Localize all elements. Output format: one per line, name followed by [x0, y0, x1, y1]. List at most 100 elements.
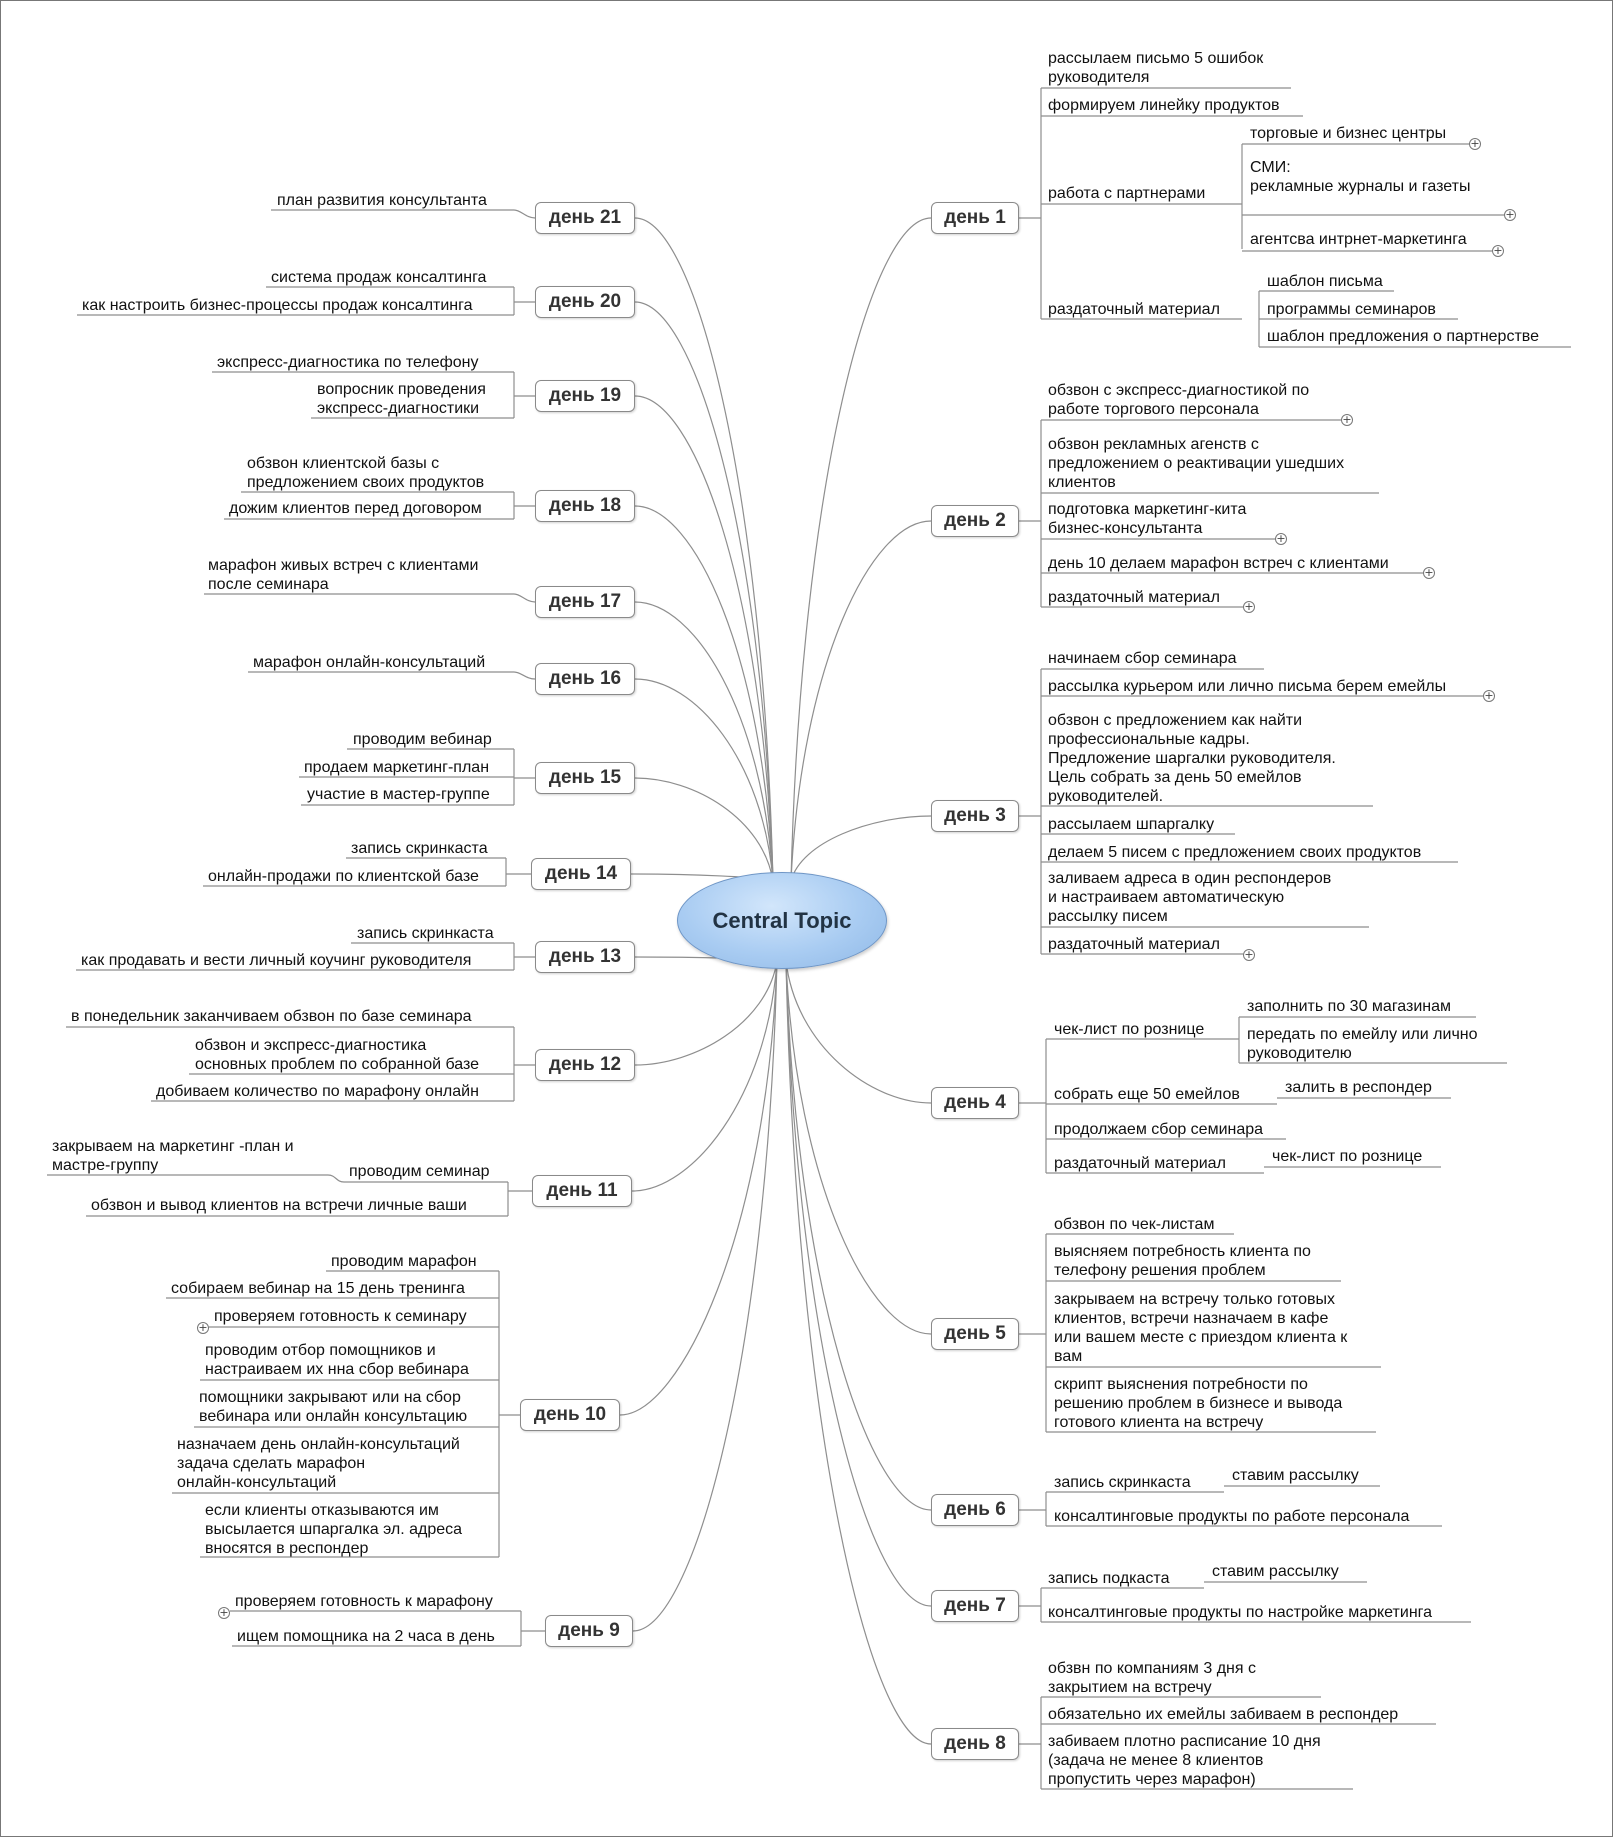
topic-d1-a[interactable]: рассылаем письмо 5 ошибок руководителя: [1048, 50, 1264, 86]
topic-d4-d[interactable]: раздаточный материал: [1054, 1155, 1226, 1172]
day-node-13[interactable]: день 13: [535, 941, 635, 973]
topic-d8-b[interactable]: обязательно их емейлы забиваем в респонд…: [1048, 1706, 1399, 1723]
topic-d2-d[interactable]: день 10 делаем марафон встреч с клиентам…: [1048, 555, 1389, 572]
topic-d1-d[interactable]: раздаточный материал: [1048, 301, 1220, 318]
topic-d15-a[interactable]: проводим вебинар: [353, 731, 492, 748]
day-node-7[interactable]: день 7: [931, 1590, 1019, 1622]
topic-d6-a[interactable]: запись скринкаста: [1054, 1474, 1191, 1491]
day-node-12[interactable]: день 12: [535, 1049, 635, 1081]
day-node-9[interactable]: день 9: [545, 1615, 633, 1647]
topic-d13-b[interactable]: как продавать и вести личный коучинг рук…: [81, 952, 472, 969]
topic-d4-d1[interactable]: чек-лист по рознице: [1272, 1148, 1423, 1165]
topic-d10-c[interactable]: проверяем готовность к семинару: [214, 1308, 467, 1325]
day-node-6[interactable]: день 6: [931, 1494, 1019, 1526]
day-node-20[interactable]: день 20: [535, 286, 635, 318]
topic-d9-b[interactable]: ищем помощника на 2 часа в день: [237, 1628, 495, 1645]
topic-d4-b[interactable]: собрать еще 50 емейлов: [1054, 1086, 1240, 1103]
topic-d12-b[interactable]: обзвон и экспресс-диагностика основных п…: [195, 1037, 480, 1073]
expand-plus-icon[interactable]: +: [197, 1321, 209, 1334]
topic-d4-a[interactable]: чек-лист по рознице: [1054, 1021, 1205, 1038]
topic-d18-b[interactable]: дожим клиентов перед договором: [229, 500, 482, 517]
topic-d1-b[interactable]: формируем линейку продуктов: [1048, 97, 1280, 114]
expand-plus-icon[interactable]: +: [1483, 689, 1495, 702]
day-node-11[interactable]: день 11: [532, 1175, 632, 1207]
topic-d15-c[interactable]: участие в мастер-группе: [307, 786, 490, 803]
day-node-5[interactable]: день 5: [931, 1318, 1019, 1350]
topic-d3-d[interactable]: рассылаем шпаргалку: [1048, 816, 1215, 833]
expand-plus-icon[interactable]: +: [1243, 948, 1255, 961]
topic-d6-b[interactable]: консалтинговые продукты по работе персон…: [1054, 1508, 1410, 1525]
day-node-1[interactable]: день 1: [931, 202, 1019, 234]
topic-d3-f[interactable]: заливаем адреса в один респондеров и нас…: [1048, 870, 1332, 925]
expand-plus-icon[interactable]: +: [1341, 413, 1353, 426]
day-node-14[interactable]: день 14: [531, 858, 631, 890]
expand-plus-icon[interactable]: +: [1275, 532, 1287, 545]
topic-d5-c[interactable]: закрываем на встречу только готовых клие…: [1054, 1291, 1348, 1365]
day-node-4[interactable]: день 4: [931, 1087, 1019, 1119]
topic-d21-a[interactable]: план развития консультанта: [277, 192, 487, 209]
topic-d2-b[interactable]: обзвон рекламных агенств с предложением …: [1048, 436, 1345, 491]
topic-d3-g[interactable]: раздаточный материал: [1048, 936, 1220, 953]
topic-d1-d3[interactable]: шаблон предложения о партнерстве: [1267, 328, 1539, 345]
topic-d14-a[interactable]: запись скринкаста: [351, 840, 488, 857]
day-node-3[interactable]: день 3: [931, 800, 1019, 832]
day-node-10[interactable]: день 10: [520, 1399, 620, 1431]
topic-d10-a[interactable]: проводим марафон: [331, 1253, 477, 1270]
topic-d1-c3[interactable]: агентсва интрнет-маркетинга: [1250, 231, 1467, 248]
topic-d9-a[interactable]: проверяем готовность к марафону: [235, 1593, 493, 1610]
topic-d4-a1[interactable]: заполнить по 30 магазинам: [1247, 998, 1452, 1015]
expand-plus-icon[interactable]: +: [1243, 600, 1255, 613]
topic-d12-c[interactable]: добиваем количество по марафону онлайн: [156, 1083, 479, 1100]
topic-d5-d[interactable]: скрипт выяснения потребности по решению …: [1054, 1376, 1343, 1431]
day-node-18[interactable]: день 18: [535, 490, 635, 522]
topic-d1-d1[interactable]: шаблон письма: [1267, 273, 1383, 290]
expand-plus-icon[interactable]: +: [1492, 244, 1504, 257]
topic-d10-f[interactable]: назначаем день онлайн-консультаций задач…: [177, 1436, 460, 1491]
topic-d1-c2[interactable]: СМИ: рекламные журналы и газеты: [1250, 159, 1471, 195]
topic-d5-b[interactable]: выясняем потребность клиента по телефону…: [1054, 1243, 1311, 1279]
topic-d8-a[interactable]: обзвн по компаниям 3 дня с закрытием на …: [1048, 1660, 1256, 1696]
topic-d4-b1[interactable]: залить в респондер: [1285, 1079, 1432, 1096]
topic-d5-a[interactable]: обзвон по чек-листам: [1054, 1216, 1215, 1233]
topic-d4-a2[interactable]: передать по емейлу или лично руководител…: [1247, 1026, 1478, 1062]
topic-d3-b[interactable]: рассылка курьером или лично письма берем…: [1048, 678, 1447, 695]
topic-d3-c[interactable]: обзвон с предложением как найти професси…: [1048, 712, 1336, 805]
topic-d1-c1[interactable]: торговые и бизнес центры: [1250, 125, 1447, 142]
topic-d10-g[interactable]: если клиенты отказываются им высылается …: [205, 1502, 463, 1557]
day-node-8[interactable]: день 8: [931, 1728, 1019, 1760]
topic-d12-a[interactable]: в понедельник заканчиваем обзвон по базе…: [71, 1008, 472, 1025]
topic-d10-d[interactable]: проводим отбор помощников и настраиваем …: [205, 1342, 469, 1378]
expand-plus-icon[interactable]: +: [1469, 137, 1481, 150]
topic-d15-b[interactable]: продаем маркетинг-план: [304, 759, 490, 776]
topic-d2-c[interactable]: подготовка маркетинг-кита бизнес-консуль…: [1048, 501, 1247, 537]
expand-plus-icon[interactable]: +: [1504, 208, 1516, 221]
topic-d19-b[interactable]: вопросник проведения экспресс-диагностик…: [317, 381, 486, 417]
topic-d8-c[interactable]: забиваем плотно расписание 10 дня (задач…: [1048, 1733, 1321, 1788]
topic-d7-b[interactable]: консалтинговые продукты по настройке мар…: [1048, 1604, 1433, 1621]
topic-d2-e[interactable]: раздаточный материал: [1048, 589, 1220, 606]
day-node-19[interactable]: день 19: [535, 380, 635, 412]
topic-d3-a[interactable]: начинаем сбор семинара: [1048, 650, 1237, 667]
topic-d17-a[interactable]: марафон живых встреч с клиентами после с…: [208, 557, 479, 593]
day-node-16[interactable]: день 16: [535, 663, 635, 695]
topic-d7-a[interactable]: запись подкаста: [1048, 1570, 1170, 1587]
topic-d20-b[interactable]: как настроить бизнес-процессы продаж кон…: [82, 297, 473, 314]
day-node-2[interactable]: день 2: [931, 505, 1019, 537]
topic-d4-c[interactable]: продолжаем сбор семинара: [1054, 1121, 1264, 1138]
topic-d11-a1[interactable]: закрываем на маркетинг -план и мастре-гр…: [52, 1138, 294, 1174]
topic-d20-a[interactable]: система продаж консалтинга: [271, 269, 487, 286]
topic-d10-b[interactable]: собираем вебинар на 15 день тренинга: [171, 1280, 465, 1297]
topic-d11-a[interactable]: проводим семинар: [349, 1163, 490, 1180]
expand-plus-icon[interactable]: +: [218, 1606, 230, 1619]
topic-d7-a1[interactable]: ставим рассылку: [1212, 1563, 1339, 1580]
topic-d3-e[interactable]: делаем 5 писем с предложением своих прод…: [1048, 844, 1422, 861]
topic-d19-a[interactable]: экспресс-диагностика по телефону: [217, 354, 479, 371]
topic-d11-b[interactable]: обзвон и вывод клиентов на встречи личны…: [91, 1197, 467, 1214]
topic-d18-a[interactable]: обзвон клиентской базы с предложением св…: [247, 455, 485, 491]
day-node-15[interactable]: день 15: [535, 762, 635, 794]
topic-d2-a[interactable]: обзвон с экспресс-диагностикой по работе…: [1048, 382, 1310, 418]
topic-d6-a1[interactable]: ставим рассылку: [1232, 1467, 1359, 1484]
topic-d1-c[interactable]: работа с партнерами: [1048, 185, 1206, 202]
day-node-17[interactable]: день 17: [535, 586, 635, 618]
topic-d1-d2[interactable]: программы семинаров: [1267, 301, 1436, 318]
